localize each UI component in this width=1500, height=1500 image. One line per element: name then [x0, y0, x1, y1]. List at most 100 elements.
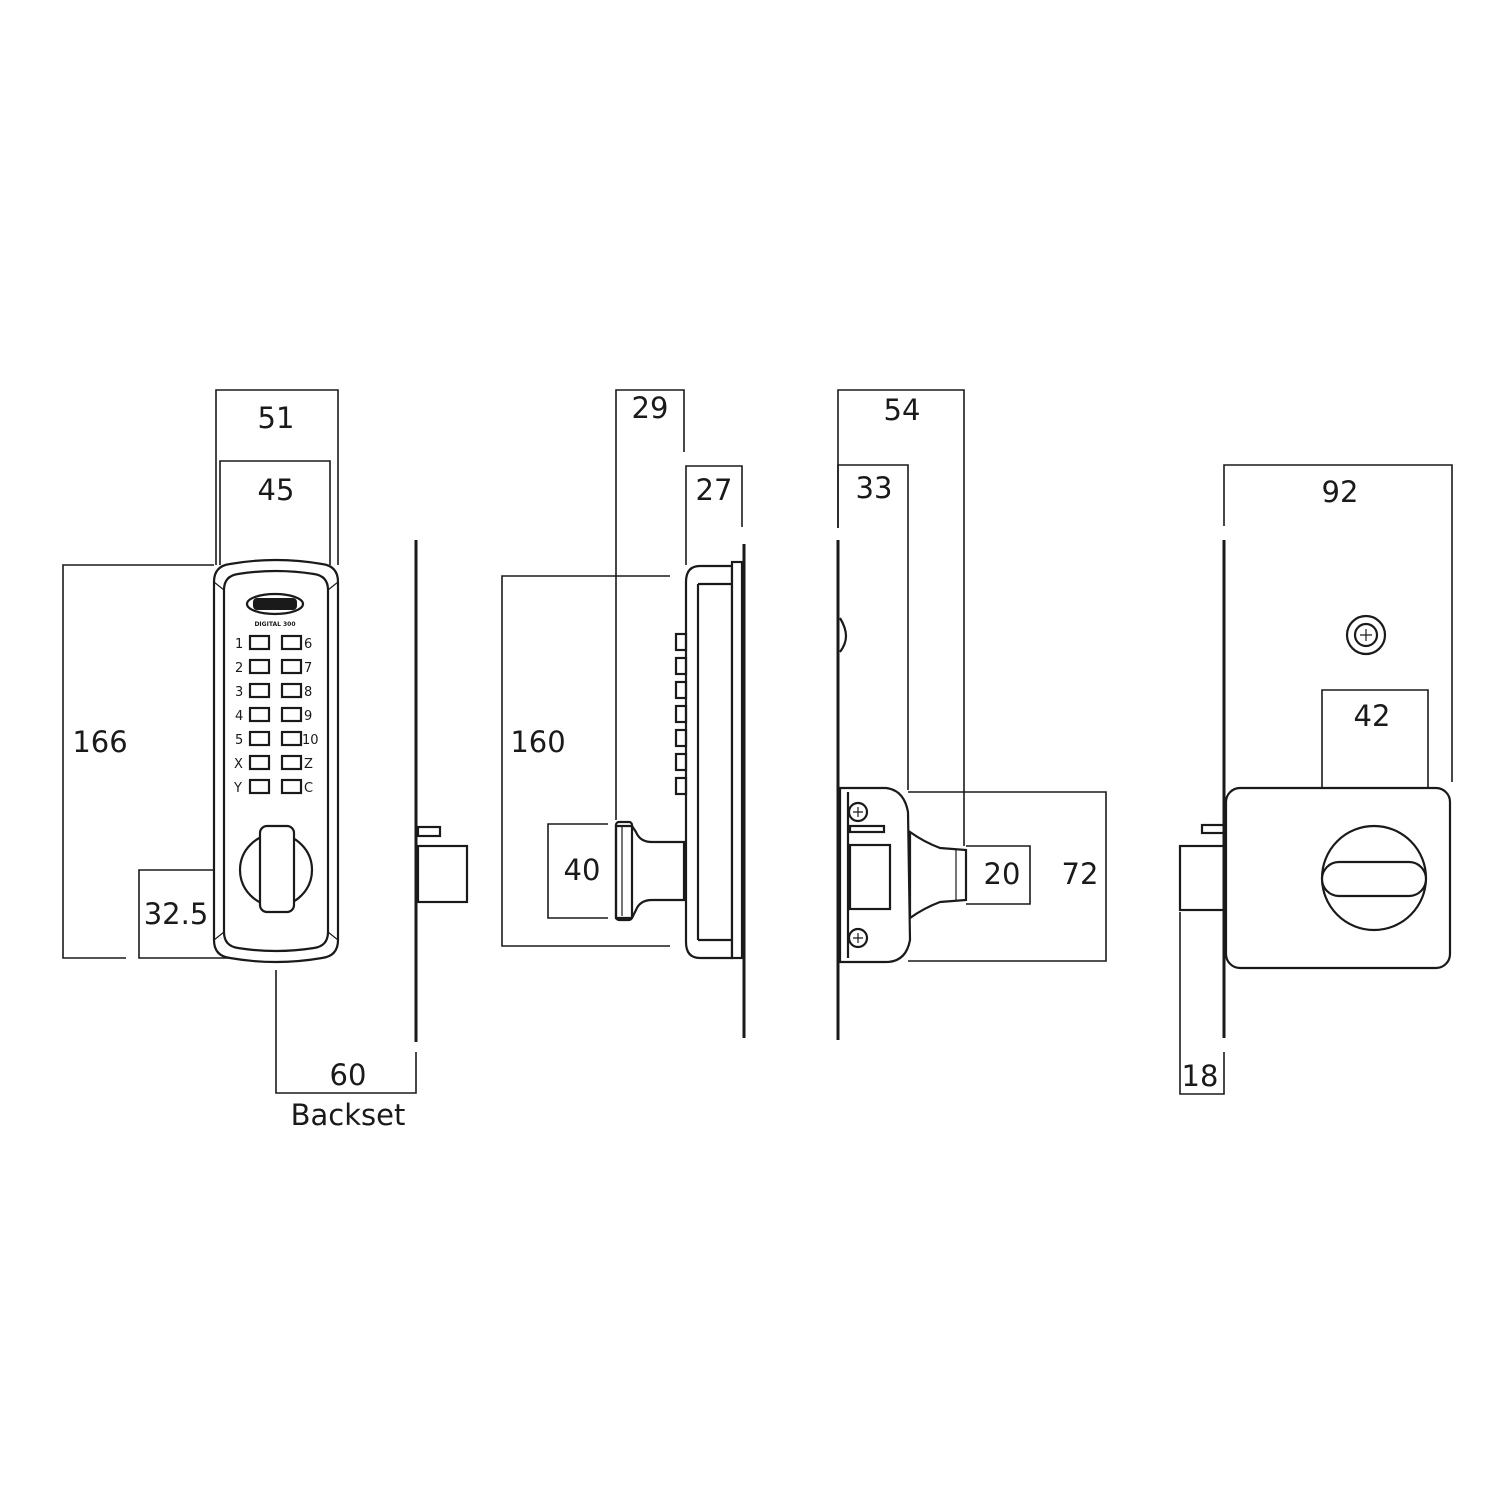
side-view: 29 27 160 40: [501, 389, 746, 1038]
dim-label-32-5: 32.5: [144, 897, 209, 931]
dim-label-45: 45: [258, 473, 295, 507]
lock-cam: [839, 617, 848, 653]
key-label: 10: [302, 733, 319, 748]
key-button[interactable]: [248, 634, 271, 651]
dim-line-51: [215, 389, 339, 565]
backset-label: Backset: [291, 1098, 406, 1132]
dim-line-32-5: [138, 869, 230, 959]
side-key-button: [674, 728, 688, 748]
mounting-screw-head-icon: [1353, 622, 1379, 648]
dim-line-72: [908, 791, 1107, 962]
dim-label-92: 92: [1322, 475, 1359, 509]
dim-line-92: [1223, 464, 1453, 782]
keypad-buttons-right: [280, 634, 303, 795]
dim-label-40: 40: [564, 853, 601, 887]
key-button[interactable]: [248, 706, 271, 723]
rear-view: 92 42 18: [1178, 464, 1453, 1095]
key-button[interactable]: [280, 658, 303, 675]
key-button[interactable]: [280, 778, 303, 795]
side-backplate: [730, 560, 744, 960]
side-knob-face: [614, 820, 634, 922]
dim-line-27: [685, 465, 743, 565]
key-label: Y: [233, 781, 242, 796]
dim-line-54: [837, 389, 965, 846]
latch-tab: [416, 825, 442, 838]
dim-line-33: [837, 464, 909, 790]
dim-line-160: [501, 575, 670, 947]
key-label: 5: [235, 733, 243, 748]
mounting-screw-icon: [1345, 614, 1387, 656]
dim-line-42: [1321, 689, 1429, 846]
key-button[interactable]: [280, 706, 303, 723]
side-key-button: [674, 704, 688, 724]
side-key-button: [674, 680, 688, 700]
lock-latch-tab: [848, 824, 886, 834]
side-housing-inner: [696, 582, 732, 942]
key-button[interactable]: [248, 658, 271, 675]
lock-side-knob: [908, 829, 968, 921]
front-view: DIGITAL 300 1 2 3 4 5 X Y 6 7: [62, 389, 469, 1132]
side-thumb-knob: [614, 824, 686, 920]
key-button[interactable]: [280, 682, 303, 699]
side-key-button: [674, 776, 688, 796]
key-button[interactable]: [280, 754, 303, 771]
dim-label-29: 29: [632, 391, 669, 425]
dim-label-160: 160: [510, 725, 565, 759]
mounting-screw-cross-icon: [1360, 629, 1372, 641]
key-label: 8: [304, 685, 312, 700]
key-button[interactable]: [280, 730, 303, 747]
dim-line-20: [966, 845, 1031, 905]
dim-line-29: [615, 389, 685, 820]
dim-label-60: 60: [330, 1058, 367, 1092]
keypad-buttons-left: [248, 634, 271, 795]
key-button[interactable]: [248, 682, 271, 699]
dim-line-60: [275, 970, 417, 1094]
side-key-button: [674, 656, 688, 676]
key-button[interactable]: [280, 634, 303, 651]
dim-line-40: [547, 823, 608, 919]
key-label: X: [234, 757, 243, 772]
dim-label-20: 20: [984, 857, 1021, 891]
key-label: 1: [235, 637, 243, 652]
dim-label-51: 51: [258, 401, 295, 435]
screw-slot-icon: [853, 807, 863, 817]
screw-icon: [847, 801, 869, 823]
side-housing: [684, 564, 734, 960]
keypad-bezel-corner: [213, 581, 339, 941]
key-label: C: [304, 781, 313, 796]
key-button[interactable]: [248, 730, 271, 747]
key-label: 6: [304, 637, 312, 652]
thumb-knob-grip[interactable]: [258, 824, 296, 914]
rear-bolt: [1178, 844, 1226, 912]
screw-slot-icon: [853, 933, 863, 943]
rear-bolt-tab: [1200, 823, 1226, 835]
dim-line-18: [1179, 912, 1225, 1095]
screw-icon: [847, 927, 869, 949]
dim-line-166: [62, 564, 214, 959]
dim-label-72: 72: [1062, 857, 1099, 891]
side-key-button: [674, 752, 688, 772]
key-label: 2: [235, 661, 243, 676]
key-button[interactable]: [248, 778, 271, 795]
brand-logo: [245, 592, 305, 616]
side-key-button: [674, 632, 688, 652]
dim-label-42: 42: [1354, 699, 1391, 733]
key-label: 7: [304, 661, 312, 676]
rear-thumb-knob[interactable]: [1320, 860, 1428, 898]
dim-label-18: 18: [1182, 1059, 1219, 1093]
key-label: 3: [235, 685, 243, 700]
key-label: 4: [235, 709, 243, 724]
key-label: 9: [304, 709, 312, 724]
key-button[interactable]: [248, 754, 271, 771]
key-label: Z: [304, 757, 313, 772]
latch-bolt: [416, 844, 469, 904]
lock-side-view: 54 33 20 72: [836, 389, 1107, 1040]
dim-label-33: 33: [856, 471, 893, 505]
brand-text: DIGITAL 300: [254, 621, 295, 628]
brand-logo-fill: [253, 598, 297, 610]
dim-line-45: [219, 460, 331, 565]
dim-label-54: 54: [884, 393, 921, 427]
dim-label-166: 166: [72, 725, 127, 759]
dim-label-27: 27: [696, 473, 733, 507]
